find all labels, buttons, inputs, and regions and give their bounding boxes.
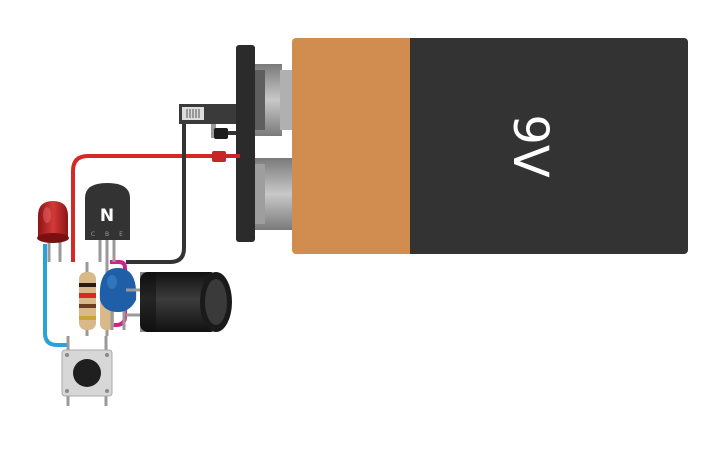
battery-copper-band (292, 38, 418, 254)
wires (43, 124, 236, 347)
battery-clip-plate (236, 45, 255, 242)
battery-connector-leads (212, 128, 240, 162)
electrolytic-capacitor-body (140, 272, 218, 332)
transistor-pin-e: E (119, 231, 123, 238)
wire-red-battery-positive[interactable] (71, 154, 234, 262)
transistor-body (85, 183, 130, 240)
slide-switch[interactable] (179, 104, 236, 138)
led-dome (38, 201, 68, 238)
resistor-body (79, 272, 96, 330)
ceramic-capacitor[interactable] (99, 268, 137, 330)
battery-terminal-bottom (255, 158, 293, 230)
resistor[interactable] (79, 262, 96, 336)
transistor-pin-b: B (105, 231, 109, 238)
transistor-type-label: N (100, 206, 114, 226)
red-led[interactable] (37, 201, 69, 262)
wire-black-switch[interactable] (126, 124, 186, 264)
transistor-pin-c: C (91, 231, 95, 238)
wire-blue-led-to-button[interactable] (43, 244, 68, 347)
battery-body (410, 38, 688, 254)
battery-terminal-top (255, 64, 294, 136)
battery-label: 9V (502, 114, 558, 178)
electrolytic-capacitor[interactable] (126, 272, 232, 332)
npn-transistor[interactable]: N C B E (85, 183, 130, 240)
push-button[interactable] (61, 336, 113, 406)
push-button-cap[interactable] (73, 359, 101, 387)
battery-9v[interactable]: 9V (236, 38, 688, 254)
